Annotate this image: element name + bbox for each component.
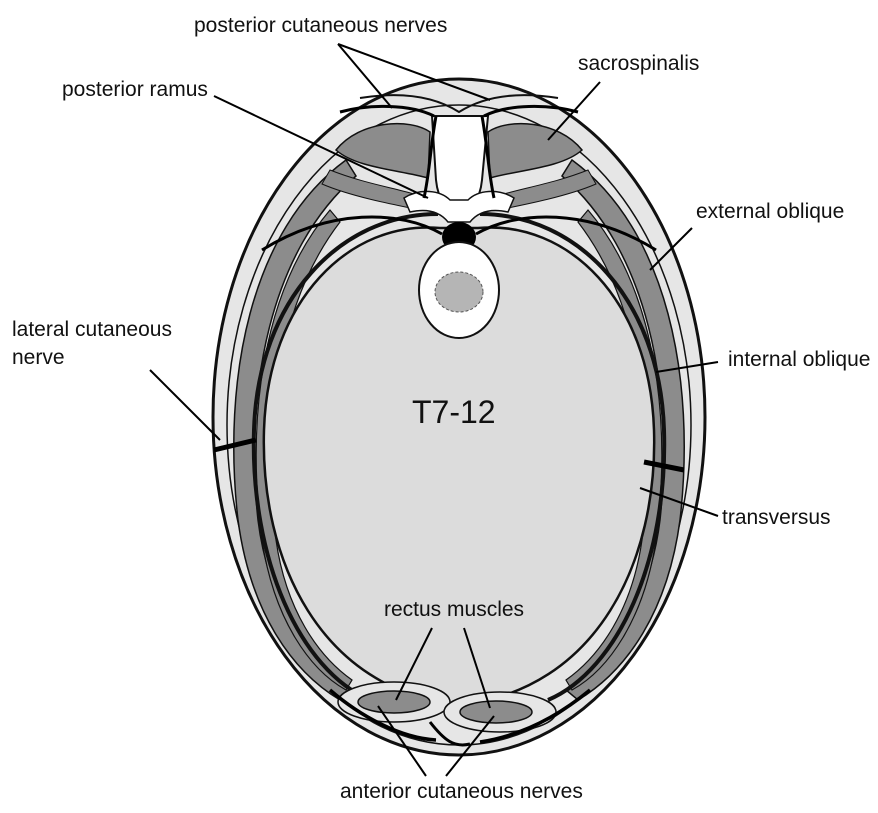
label-posterior-cutaneous-nerves: posterior cutaneous nerves <box>194 14 447 38</box>
label-transversus: transversus <box>722 506 831 530</box>
vertebral-body-core <box>435 272 483 312</box>
leader-lateral-cutaneous <box>150 370 220 440</box>
label-lateral-cutaneous-nerve-line1: lateral cutaneous <box>12 318 172 342</box>
label-external-oblique: external oblique <box>696 200 844 224</box>
label-lateral-cutaneous-nerve-line2: nerve <box>12 346 65 370</box>
label-vertebral-level: T7-12 <box>412 394 496 431</box>
rectus-muscle-left <box>358 691 430 713</box>
label-rectus-muscles: rectus muscles <box>384 598 524 622</box>
label-posterior-ramus: posterior ramus <box>62 78 208 102</box>
rectus-muscle-right <box>460 701 532 723</box>
label-anterior-cutaneous-nerves: anterior cutaneous nerves <box>340 780 583 804</box>
label-internal-oblique: internal oblique <box>728 348 870 372</box>
label-sacrospinalis: sacrospinalis <box>578 52 699 76</box>
